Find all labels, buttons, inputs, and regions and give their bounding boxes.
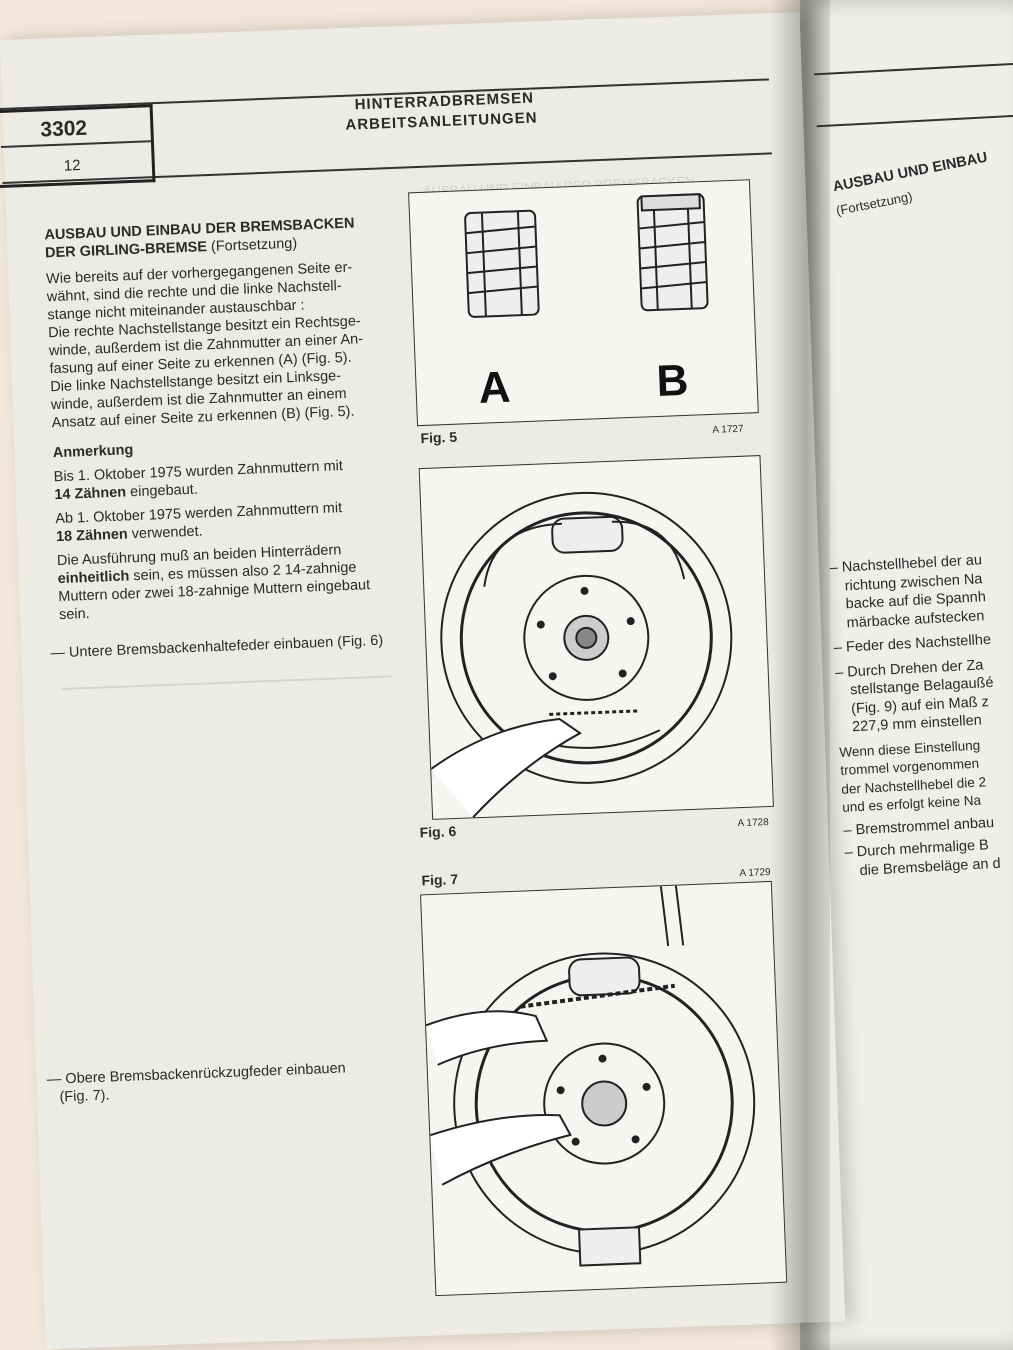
figure-7-code: A 1729	[739, 866, 771, 880]
bleed-through-rule	[61, 675, 392, 691]
nut-a-icon	[464, 209, 540, 318]
step-lower-spring: — Untere Bremsbackenhaltefeder einbauen …	[50, 632, 384, 662]
figure-5-frame: A B	[408, 179, 759, 427]
section-number: 3302	[39, 116, 88, 142]
note-1: Bis 1. Oktober 1975 wurden Zahnmuttern m…	[53, 455, 394, 504]
figure-5-label: Fig. 5	[420, 428, 458, 447]
nut-b-icon	[636, 193, 709, 312]
brake-type: DER GIRLING-BREMSE	[44, 239, 208, 262]
figure-7-frame	[420, 880, 788, 1297]
figure-6-label: Fig. 6	[419, 823, 457, 841]
step-upper-spring: — Obere Bremsbackenrückzugfeder einbauen…	[47, 1059, 347, 1106]
tooth-count-18: 18 Zähnen	[55, 526, 129, 546]
right-instructions: – Nachstellhebel der au richtung zwische…	[829, 546, 1013, 881]
adjuster-nuts-illustration: A B	[464, 193, 709, 413]
brake-assembly-lower-spring-illustration	[430, 491, 733, 819]
chapter-subtitle: ARBEITSANLEITUNGEN	[345, 109, 538, 134]
note-2: Ab 1. Oktober 1975 werden Zahnmuttern mi…	[55, 497, 396, 546]
page-number: 12	[63, 156, 81, 175]
note-heading: Anmerkung	[52, 442, 134, 462]
tooth-count-14: 14 Zähnen	[54, 484, 127, 504]
note-3: Die Ausführung muß an beiden Hinterräder…	[57, 539, 400, 624]
figure-6-frame	[418, 455, 774, 820]
uniform-emphasis: einheitlich	[57, 568, 130, 588]
note-text: verwendet.	[127, 523, 203, 543]
intro-paragraph: Wie bereits auf der vorhergegangenen Sei…	[46, 257, 392, 432]
label-b: B	[656, 356, 690, 406]
right-header-rule-2	[816, 114, 1013, 128]
figure-7-label: Fig. 7	[421, 870, 459, 889]
brake-assembly-upper-spring-illustration	[425, 885, 756, 1267]
note-text: eingebaut.	[125, 481, 199, 501]
figure-6-code: A 1728	[737, 817, 769, 830]
continuation-note: (Fortsetzung)	[206, 235, 298, 256]
figure-5-code: A 1727	[712, 423, 744, 436]
right-header-rule	[813, 62, 1013, 76]
label-a: A	[478, 363, 512, 413]
